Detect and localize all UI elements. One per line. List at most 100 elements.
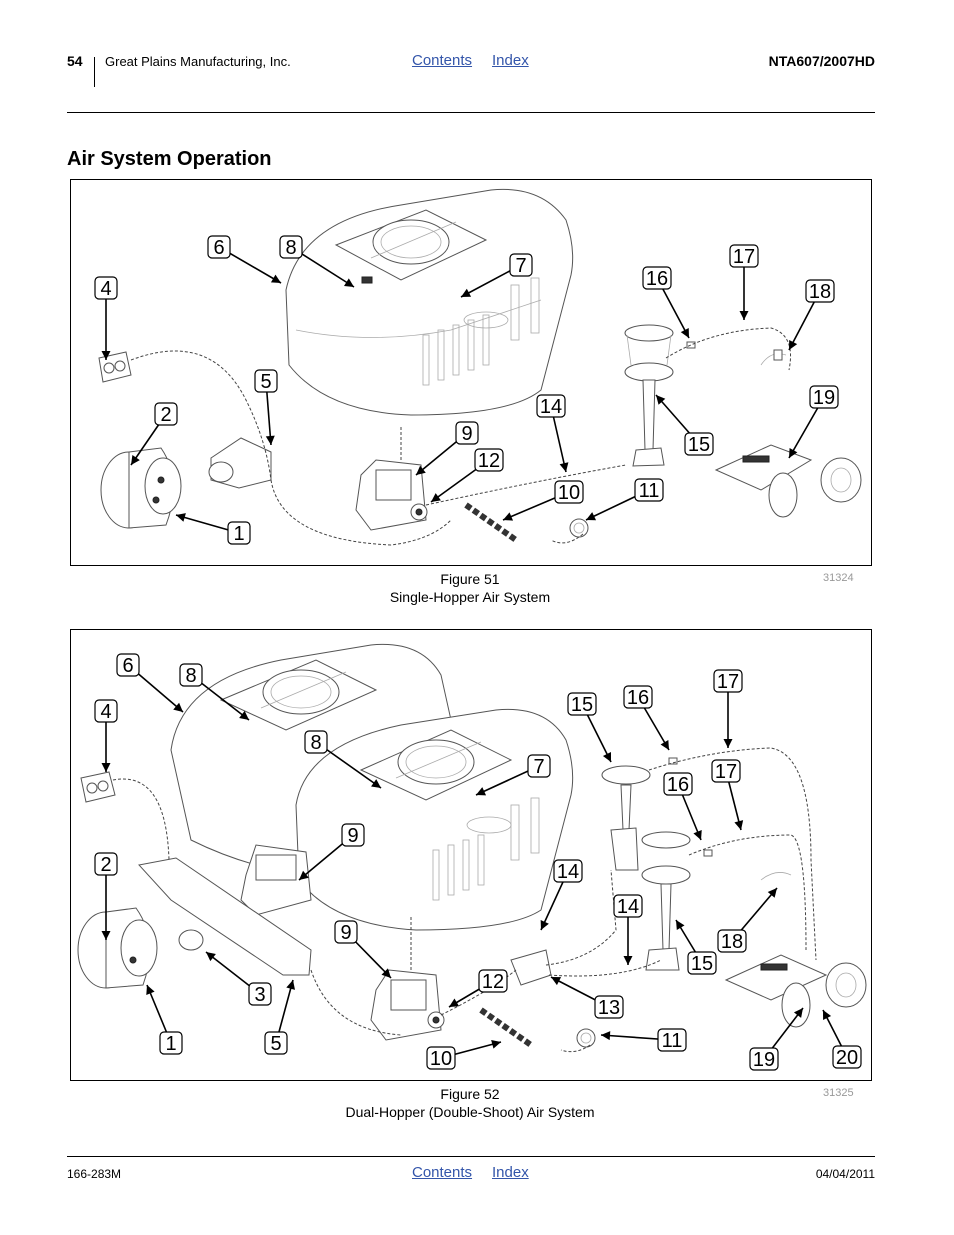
fig51-callout-11: 11 (634, 478, 664, 502)
fig52-callout-14: 14 (553, 859, 583, 883)
fig52-arrowhead-3 (206, 952, 216, 962)
fig51-arrowhead-14 (559, 462, 569, 472)
fig52-callout-label: 4 (100, 701, 111, 723)
air-manifold (138, 857, 312, 976)
fig51-callout-18: 18 (805, 279, 835, 303)
fig52-callout-12: 12 (478, 969, 508, 993)
fig51-arrowhead-4 (101, 351, 111, 360)
upper-meter-box (240, 844, 312, 916)
model-number: NTA607/2007HD (768, 53, 875, 69)
fig52-callout-11: 11 (657, 1028, 687, 1052)
fig52-callout-label: 6 (122, 655, 133, 677)
fig52-callout-label: 3 (254, 984, 265, 1006)
fig52-arrowhead-15 (676, 920, 685, 931)
hose-couplers (668, 757, 713, 857)
fig52-callout-15: 15 (687, 951, 717, 975)
distribution-tower (624, 324, 674, 467)
fig51-callout-19: 19 (809, 385, 839, 409)
sensor (569, 518, 589, 538)
fig51-callout-label: 16 (646, 268, 668, 290)
distribution-tower-1 (601, 765, 651, 871)
fig52-callout-label: 11 (662, 1030, 683, 1052)
fig52-arrowhead-10 (491, 1039, 501, 1049)
fig51-callout-label: 5 (260, 371, 271, 393)
fig52-callout-8: 8 (179, 663, 203, 687)
fig52-callout-label: 5 (270, 1033, 281, 1055)
fig52-arrowhead-2 (101, 931, 111, 940)
fig52-callout-7: 7 (527, 754, 551, 778)
fig52-callout-label: 13 (598, 997, 620, 1019)
fig51-arrowhead-8 (343, 278, 354, 287)
fig52-callout-label: 14 (617, 896, 639, 918)
fig51-arrowhead-17 (739, 311, 749, 320)
publication-date: 04/04/2011 (815, 1167, 875, 1181)
fig52-callout-3: 3 (248, 982, 272, 1006)
fig52-arrowhead-12 (449, 998, 460, 1007)
fig51-callout-label: 9 (461, 423, 472, 445)
fig52-callout-label: 1 (165, 1033, 176, 1055)
fig51-callout-label: 19 (813, 387, 835, 409)
fig51-callout-6: 6 (207, 235, 231, 259)
index-link[interactable]: Index (492, 52, 529, 69)
fig52-arrowhead-20 (823, 1010, 832, 1021)
footer-contents-link[interactable]: Contents (412, 1164, 473, 1181)
fig51-callout-label: 17 (733, 246, 755, 268)
port-plate (98, 351, 132, 383)
fig52-callout-label: 9 (340, 922, 351, 944)
fig52-callout-label: 17 (715, 761, 737, 783)
fig51-arrowhead-7 (461, 288, 472, 297)
figure-51-caption: Figure 51 Single-Hopper Air System (320, 570, 620, 606)
figure-52-id: 31325 (823, 1087, 854, 1099)
drive-shaft (464, 502, 518, 543)
fig52-arrowhead-9 (381, 968, 391, 978)
fig51-callout-10: 10 (554, 480, 584, 504)
fig51-arrowhead-19 (789, 447, 798, 458)
fan-inlet (208, 437, 272, 489)
section-title: Air System Operation (67, 148, 272, 170)
fig52-callout-label: 9 (347, 825, 358, 847)
fig51-callout-15: 15 (684, 432, 714, 456)
fig51-callout-label: 12 (478, 450, 500, 472)
fig51-callout-17: 17 (729, 244, 759, 268)
fig52-arrowhead-5 (286, 980, 295, 990)
fig52-callout-16: 16 (663, 772, 693, 796)
fig51-callout-label: 1 (233, 523, 244, 545)
fig51-callout-label: 8 (285, 237, 296, 259)
fig52-callout-5: 5 (264, 1031, 288, 1055)
fig51-arrowhead-6 (270, 274, 281, 283)
fig51-arrowhead-5 (265, 435, 275, 445)
fig52-arrowhead-4 (101, 763, 111, 772)
footer-index-link[interactable]: Index (492, 1164, 529, 1181)
fig52-callout-18: 18 (717, 929, 747, 953)
fig51-callout-label: 10 (558, 482, 580, 504)
fig51-callout-label: 2 (160, 404, 171, 426)
row-unit (714, 349, 862, 518)
contents-link[interactable]: Contents (412, 52, 473, 69)
fan-assembly (77, 907, 158, 989)
fig52-callout-20: 20 (832, 1045, 862, 1069)
fig51-arrowhead-1 (176, 513, 186, 522)
fig52-callout-16: 16 (623, 685, 653, 709)
fig51-callout-label: 6 (213, 237, 224, 259)
port-plate (80, 771, 116, 803)
fig52-callout-2: 2 (94, 852, 118, 876)
fig52-callout-9: 9 (334, 920, 358, 944)
hose-coupler (686, 341, 696, 349)
fig52-arrowhead-16 (693, 829, 702, 840)
fig52-callout-label: 18 (721, 931, 743, 953)
fig51-callout-12: 12 (474, 448, 504, 472)
fig52-arrowhead-7 (476, 787, 487, 796)
page-number: 54 (67, 53, 83, 69)
fig52-callout-15: 15 (567, 692, 597, 716)
fig52-callout-9: 9 (341, 823, 365, 847)
fig52-arrowhead-17 (734, 820, 744, 830)
fig52-callout-13: 13 (594, 995, 624, 1019)
sensor (576, 1028, 596, 1048)
fig52-callout-14: 14 (613, 894, 643, 918)
fig51-callout-label: 7 (515, 255, 526, 277)
fig51-arrowhead-2 (131, 455, 140, 465)
fig52-callout-label: 19 (753, 1049, 775, 1071)
fig52-callout-label: 8 (310, 732, 321, 754)
